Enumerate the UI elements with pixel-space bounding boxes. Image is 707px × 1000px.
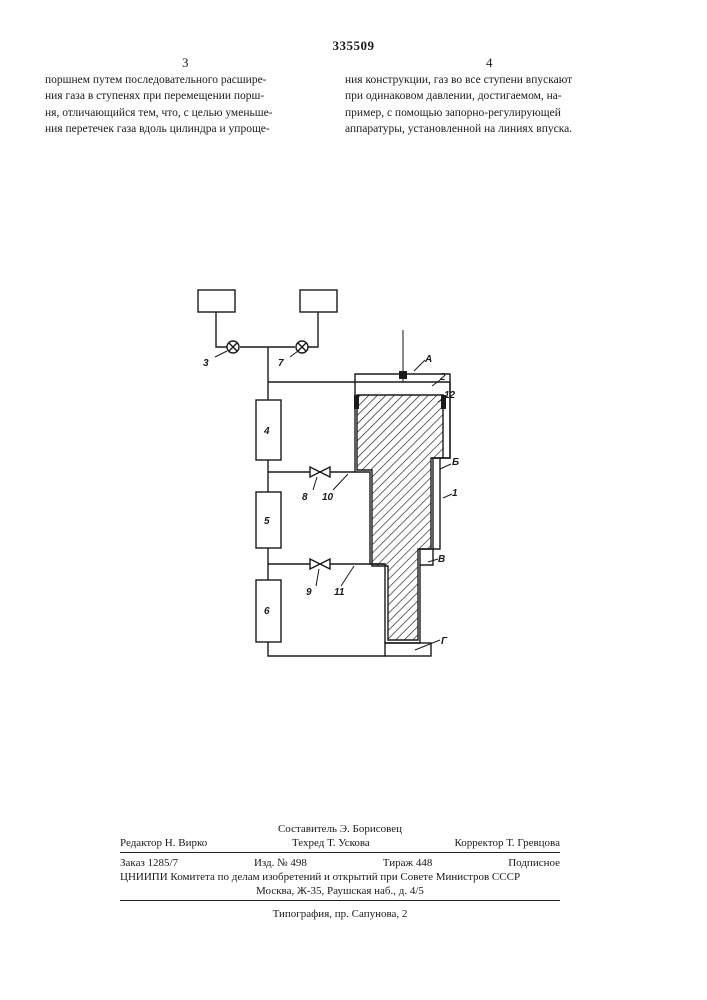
label-block-4: 4 [263,426,270,437]
footer-divider [120,900,560,901]
label-cover-2: 2 [439,372,446,383]
seal-12-left [354,395,359,409]
chamber-g [385,643,431,656]
organization-line: ЦНИИПИ Комитета по делам изобретений и о… [120,870,560,884]
label-chamber-b: Б [452,457,459,468]
editors-row: Редактор Н. Вирко Техред Т. Ускова Корре… [120,836,560,850]
footer-divider [120,852,560,853]
pipe [268,642,385,656]
label-chamber-v: В [438,554,445,565]
print-house: Типография, пр. Сапунова, 2 [120,907,560,921]
techred: Техред Т. Ускова [292,836,370,850]
label-seal-12: 12 [444,390,456,401]
order-number: Заказ 1285/7 [120,856,178,870]
label-block-5: 5 [264,516,270,527]
source-box-right [300,290,337,312]
rod-gland [399,371,407,379]
pipe [216,312,227,347]
label-cylinder-1: 1 [452,488,458,499]
cylinder-outer-wall [420,549,433,565]
cylinder-outer-wall [433,458,440,549]
valve-9-icon [310,559,330,569]
label-chamber-a: А [424,354,432,365]
label-valve-9: 9 [306,587,312,598]
order-row: Заказ 1285/7 Изд. № 498 Тираж 448 Подпис… [120,856,560,870]
subscription: Подписное [508,856,560,870]
editor: Редактор Н. Вирко [120,836,207,850]
label-line-11: 11 [334,587,345,598]
source-box-left [198,290,235,312]
label-chamber-g: Г [441,636,448,647]
label-line-10: 10 [322,492,334,503]
compiler-line: Составитель Э. Борисовец [120,822,560,836]
issue-number: Изд. № 498 [254,856,307,870]
label-block-6: 6 [264,606,270,617]
label-valve-8: 8 [302,492,308,503]
publication-footer: Составитель Э. Борисовец Редактор Н. Вир… [120,822,560,921]
valve-3-icon [227,341,239,353]
address-line: Москва, Ж-35, Раушская наб., д. 4/5 [120,884,560,898]
circulation: Тираж 448 [383,856,433,870]
valve-8-icon [310,467,330,477]
corrector: Корректор Т. Гревцова [455,836,560,850]
pipe [308,312,318,347]
label-valve-3: 3 [203,358,209,369]
label-valve-7: 7 [278,358,284,369]
